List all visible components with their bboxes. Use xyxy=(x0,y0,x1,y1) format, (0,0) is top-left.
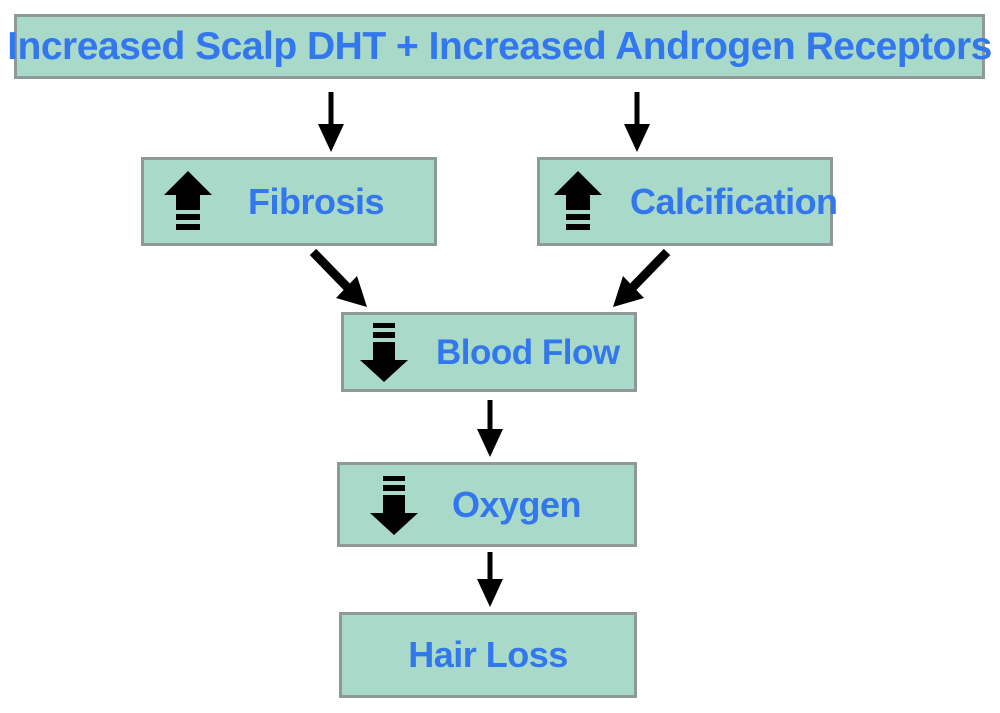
connector-title-to-fibrosis xyxy=(318,92,344,152)
connector-bloodflow-to-oxygen xyxy=(477,400,503,457)
node-bloodflow-label: Blood Flow xyxy=(436,332,620,372)
connector-oxygen-to-hairloss xyxy=(477,552,503,607)
connector-fibrosis-to-bloodflow xyxy=(309,248,367,307)
node-title-label: Increased Scalp DHT + Increased Androgen… xyxy=(7,25,992,68)
connector-calcification-to-bloodflow xyxy=(613,248,671,307)
down-arrow-dashed-tail-icon xyxy=(358,320,410,384)
node-title-box[interactable]: Increased Scalp DHT + Increased Androgen… xyxy=(7,14,992,79)
node-calcification-label: Calcification xyxy=(630,180,838,222)
node-bloodflow-box[interactable]: Blood Flow xyxy=(341,312,637,392)
node-oxygen-label: Oxygen xyxy=(452,483,582,525)
node-fibrosis-box[interactable]: Fibrosis xyxy=(141,157,437,246)
node-hairloss-label: Hair Loss xyxy=(408,634,568,675)
node-oxygen-box[interactable]: Oxygen xyxy=(337,462,637,547)
down-arrow-dashed-tail-icon xyxy=(368,473,420,537)
node-fibrosis-label: Fibrosis xyxy=(248,180,385,222)
node-calcification-box[interactable]: Calcification xyxy=(537,157,838,246)
up-arrow-dashed-tail-icon xyxy=(552,169,604,235)
connector-title-to-calcification xyxy=(624,92,650,152)
node-hairloss-box[interactable]: Hair Loss xyxy=(339,612,637,698)
up-arrow-dashed-tail-icon xyxy=(162,169,214,235)
